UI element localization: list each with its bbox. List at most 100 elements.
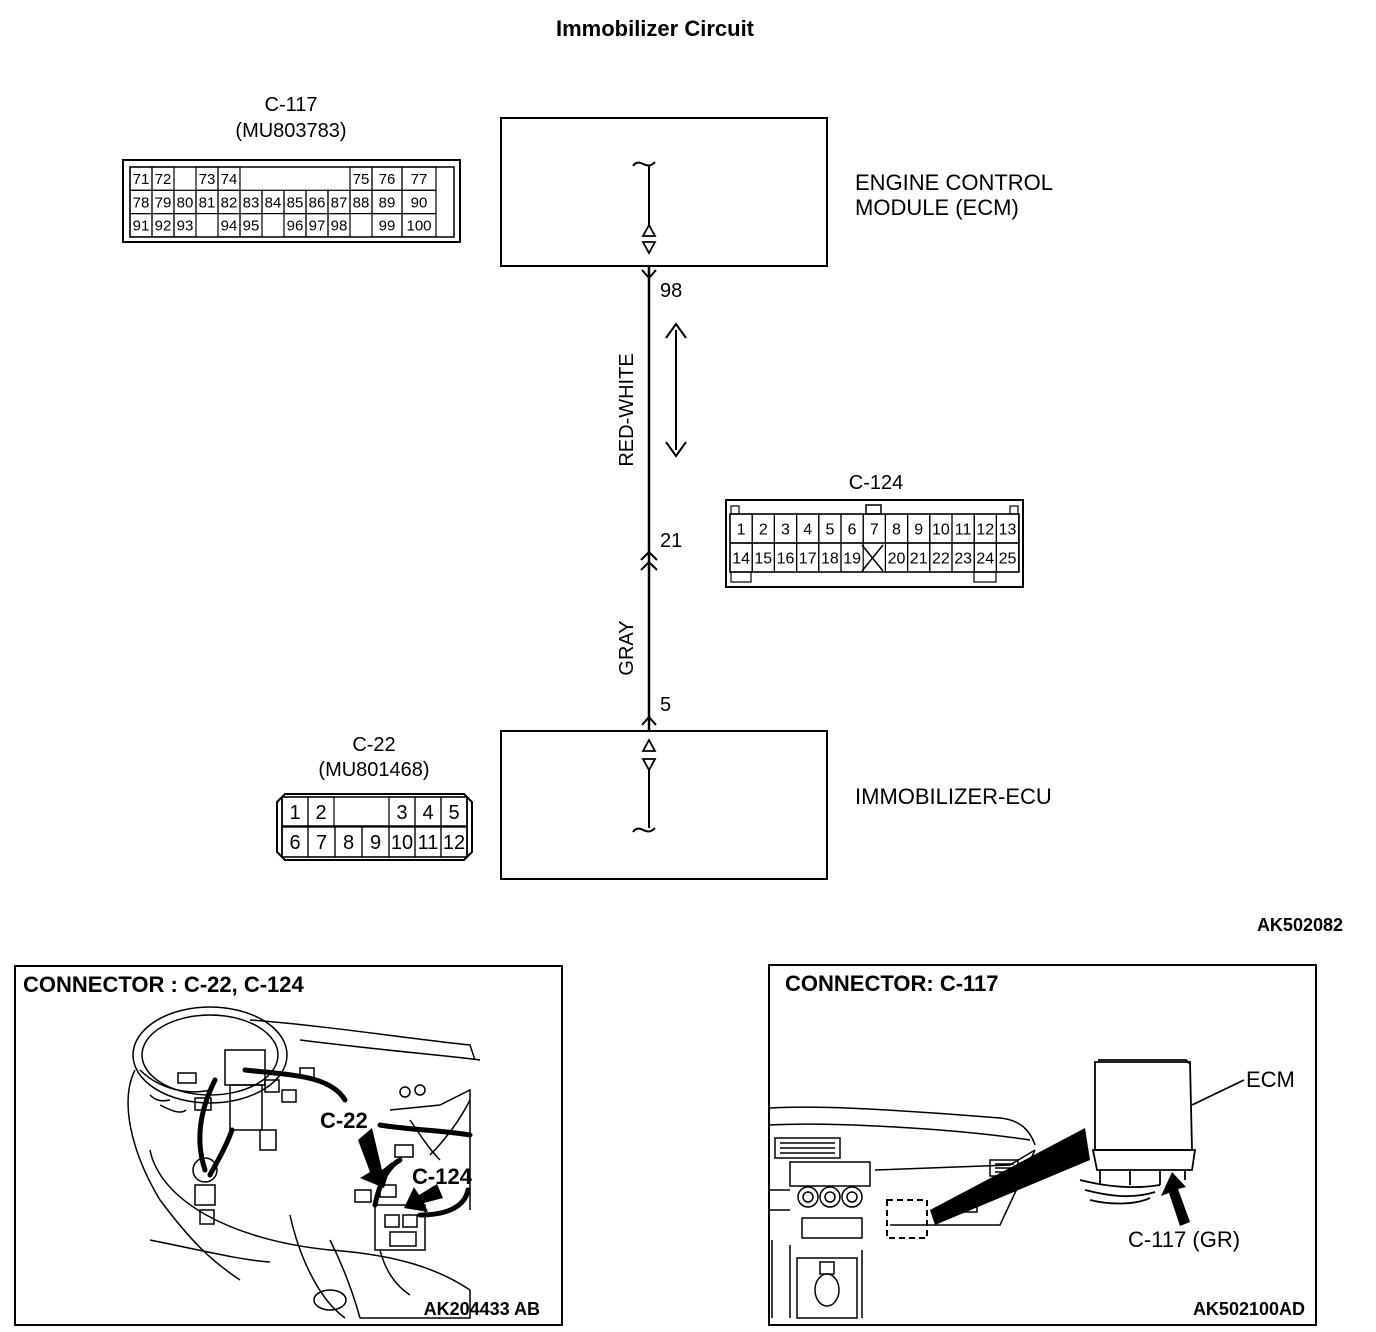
c117-pin-cell — [173, 213, 197, 238]
ecm-label-line1: ENGINE CONTROL — [855, 170, 1053, 195]
c124-pin-number: 14 — [732, 550, 750, 567]
pin-98-label: 98 — [660, 280, 682, 302]
c117-label: C-117 — [265, 94, 318, 116]
wiring-harness-drawing — [197, 1067, 473, 1218]
c117-pin-number: 94 — [221, 218, 238, 235]
c124-pin-number: 22 — [932, 550, 950, 567]
c117-pin-number: 95 — [243, 218, 260, 235]
c117-pin-number: 86 — [309, 194, 326, 211]
c22-pin-cell — [440, 826, 468, 858]
ecm-internal-break-symbol — [632, 161, 656, 167]
c117-pin-cell — [327, 213, 351, 238]
c117-pin-cell — [401, 213, 437, 238]
ecm-unit-drawing — [1079, 1059, 1245, 1205]
c117-pin-number: 76 — [379, 171, 396, 188]
c124-pin-number: 5 — [825, 521, 834, 538]
c117-pin-number: 83 — [243, 194, 260, 211]
c117-pin-number: 89 — [379, 194, 396, 211]
c22-pin-number: 4 — [422, 802, 433, 824]
c124-pin-cell — [840, 542, 864, 573]
c117-pin-number: 71 — [133, 171, 150, 188]
c22-pin-number: 7 — [316, 832, 327, 854]
c124-pin-number: 8 — [892, 521, 901, 538]
inset-callout-c117: C-117 (GR) — [1128, 1227, 1240, 1252]
c124-pin-number: 2 — [759, 521, 768, 538]
inset-left-title: CONNECTOR : C-22, C-124 — [23, 972, 305, 997]
c124-pin-number: 11 — [955, 521, 972, 538]
inset-connector-c117: CONNECTOR: C-117 — [768, 964, 1317, 1326]
c22-pin-number: 1 — [289, 802, 300, 824]
c117-pin-number: 99 — [379, 218, 396, 235]
c22-label: C-22 — [352, 734, 395, 756]
immo-internal-break-symbol — [632, 827, 656, 833]
inset-callout-ecm: ECM — [1246, 1067, 1295, 1092]
inset-callout-c22: C-22 — [320, 1108, 368, 1133]
ecm-signal-triangle-up-icon — [641, 223, 657, 237]
inset-right-code: AK502100AD — [1193, 1299, 1305, 1319]
c124-pin-number: 6 — [848, 521, 857, 538]
c124-pin-number: 13 — [999, 521, 1017, 538]
c22-pin-number: 10 — [391, 832, 413, 854]
c117-pin-number: 90 — [411, 194, 428, 211]
ecm-label-line2: MODULE (ECM) — [855, 195, 1019, 220]
c22-pin-number: 3 — [396, 802, 407, 824]
c124-pin-number: 7 — [870, 521, 879, 538]
c22-pin-number: 2 — [315, 802, 326, 824]
c117-pin-number: 96 — [287, 218, 304, 235]
c124-pin-number: 16 — [777, 550, 795, 567]
pin-21-label: 21 — [660, 530, 682, 552]
c124-pin-number: 3 — [781, 521, 790, 538]
ecm-box: ENGINE CONTROL MODULE (ECM) — [500, 117, 1053, 267]
c22-pin-number: 11 — [418, 832, 439, 854]
c124-pin-number: 20 — [888, 550, 906, 567]
c117-callout-arrow-icon — [1161, 1172, 1190, 1226]
inset-left-code: AK204433 AB — [424, 1299, 540, 1319]
c117-part-number: (MU803783) — [235, 120, 346, 142]
pin-5-terminal-icon — [641, 715, 657, 726]
c124-pin-number: 4 — [803, 521, 812, 538]
c117-pin-number: 74 — [221, 171, 238, 188]
inset-connector-c22-c124: CONNECTOR : C-22, C-124 — [14, 965, 563, 1326]
c22-callout-arrow-icon — [358, 1128, 392, 1188]
wire-red-white-label: RED-WHITE — [616, 353, 638, 466]
inset-callout-c124: C-124 — [412, 1164, 473, 1189]
c117-pin-number: 91 — [133, 218, 150, 235]
wire-gray-label: GRAY — [616, 620, 638, 675]
c124-pin-number: 15 — [754, 550, 772, 567]
c117-pin-number: 75 — [353, 171, 370, 188]
c22-part-number: (MU801468) — [318, 759, 429, 781]
c117-pin-number: 98 — [331, 218, 348, 235]
c124-pin-number: 9 — [914, 521, 923, 538]
c124-pin-cell — [995, 542, 1020, 573]
c117-pin-number: 81 — [199, 194, 216, 211]
c124-pin-number: 21 — [910, 550, 928, 567]
dashboard-line-drawing — [127, 1006, 481, 1319]
c117-pin-number: 79 — [155, 194, 172, 211]
diagram-reference-code: AK502082 — [1257, 915, 1343, 935]
immo-signal-triangle-down-icon — [641, 758, 657, 772]
ecm-location-beam — [930, 1128, 1090, 1225]
immobilizer-ecu-label: IMMOBILIZER-ECU — [855, 784, 1052, 809]
c22-pin-number: 9 — [370, 832, 381, 854]
dashboard-right-drawing — [769, 1106, 1036, 1319]
c117-pin-number: 82 — [221, 194, 238, 211]
c117-pin-number: 80 — [177, 194, 194, 211]
callout-arrows — [358, 1128, 443, 1212]
c117-pin-number: 88 — [353, 194, 370, 211]
inset-right-title: CONNECTOR: C-117 — [785, 971, 999, 996]
immo-signal-triangle-up-icon — [641, 738, 657, 752]
c124-pin-number: 1 — [737, 521, 746, 538]
diagram-title: Immobilizer Circuit — [556, 16, 755, 41]
c124-pin-number: 25 — [999, 550, 1017, 567]
c117-pin-number: 77 — [411, 171, 428, 188]
c117-pin-number: 78 — [133, 194, 150, 211]
main-wire: 98 RED-WHITE 21 GRAY 5 — [616, 266, 687, 731]
c124-pin-number: 19 — [843, 550, 861, 567]
c124-pin-number: 17 — [799, 550, 817, 567]
c117-pin-number: 93 — [177, 218, 194, 235]
c117-pin-cell — [239, 213, 263, 238]
